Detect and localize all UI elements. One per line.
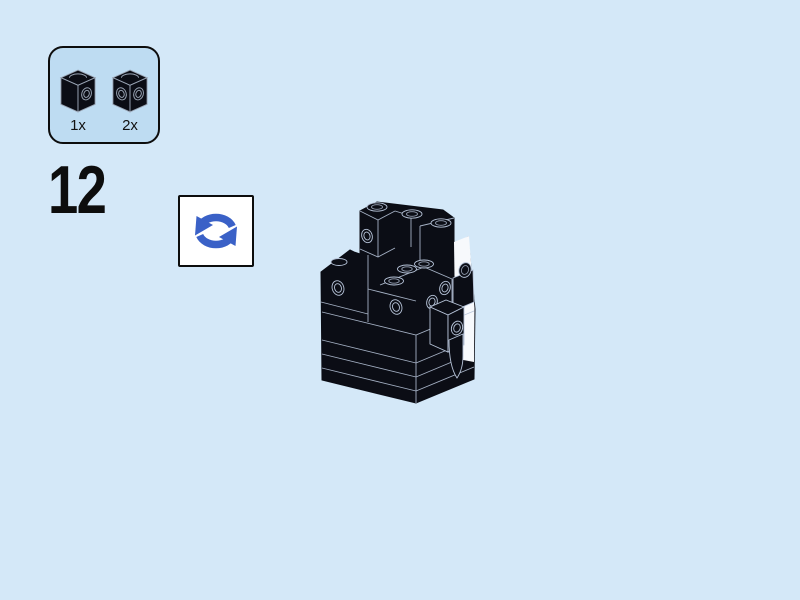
rotate-hint-box bbox=[178, 195, 254, 267]
black-brick-1x1-two-side-studs-icon bbox=[111, 69, 149, 113]
step-number: 12 bbox=[48, 152, 107, 228]
part-item: 2x bbox=[111, 68, 149, 134]
part-count-label: 2x bbox=[122, 117, 138, 134]
rotate-icon bbox=[195, 213, 237, 249]
black-brick-1x1-one-side-stud-icon bbox=[59, 69, 97, 113]
parts-callout-panel: 1x 2x bbox=[48, 46, 160, 144]
part-item: 1x bbox=[59, 68, 97, 134]
lego-black-brick-assembly-illustration bbox=[320, 201, 476, 404]
part-count-label: 1x bbox=[70, 117, 86, 134]
